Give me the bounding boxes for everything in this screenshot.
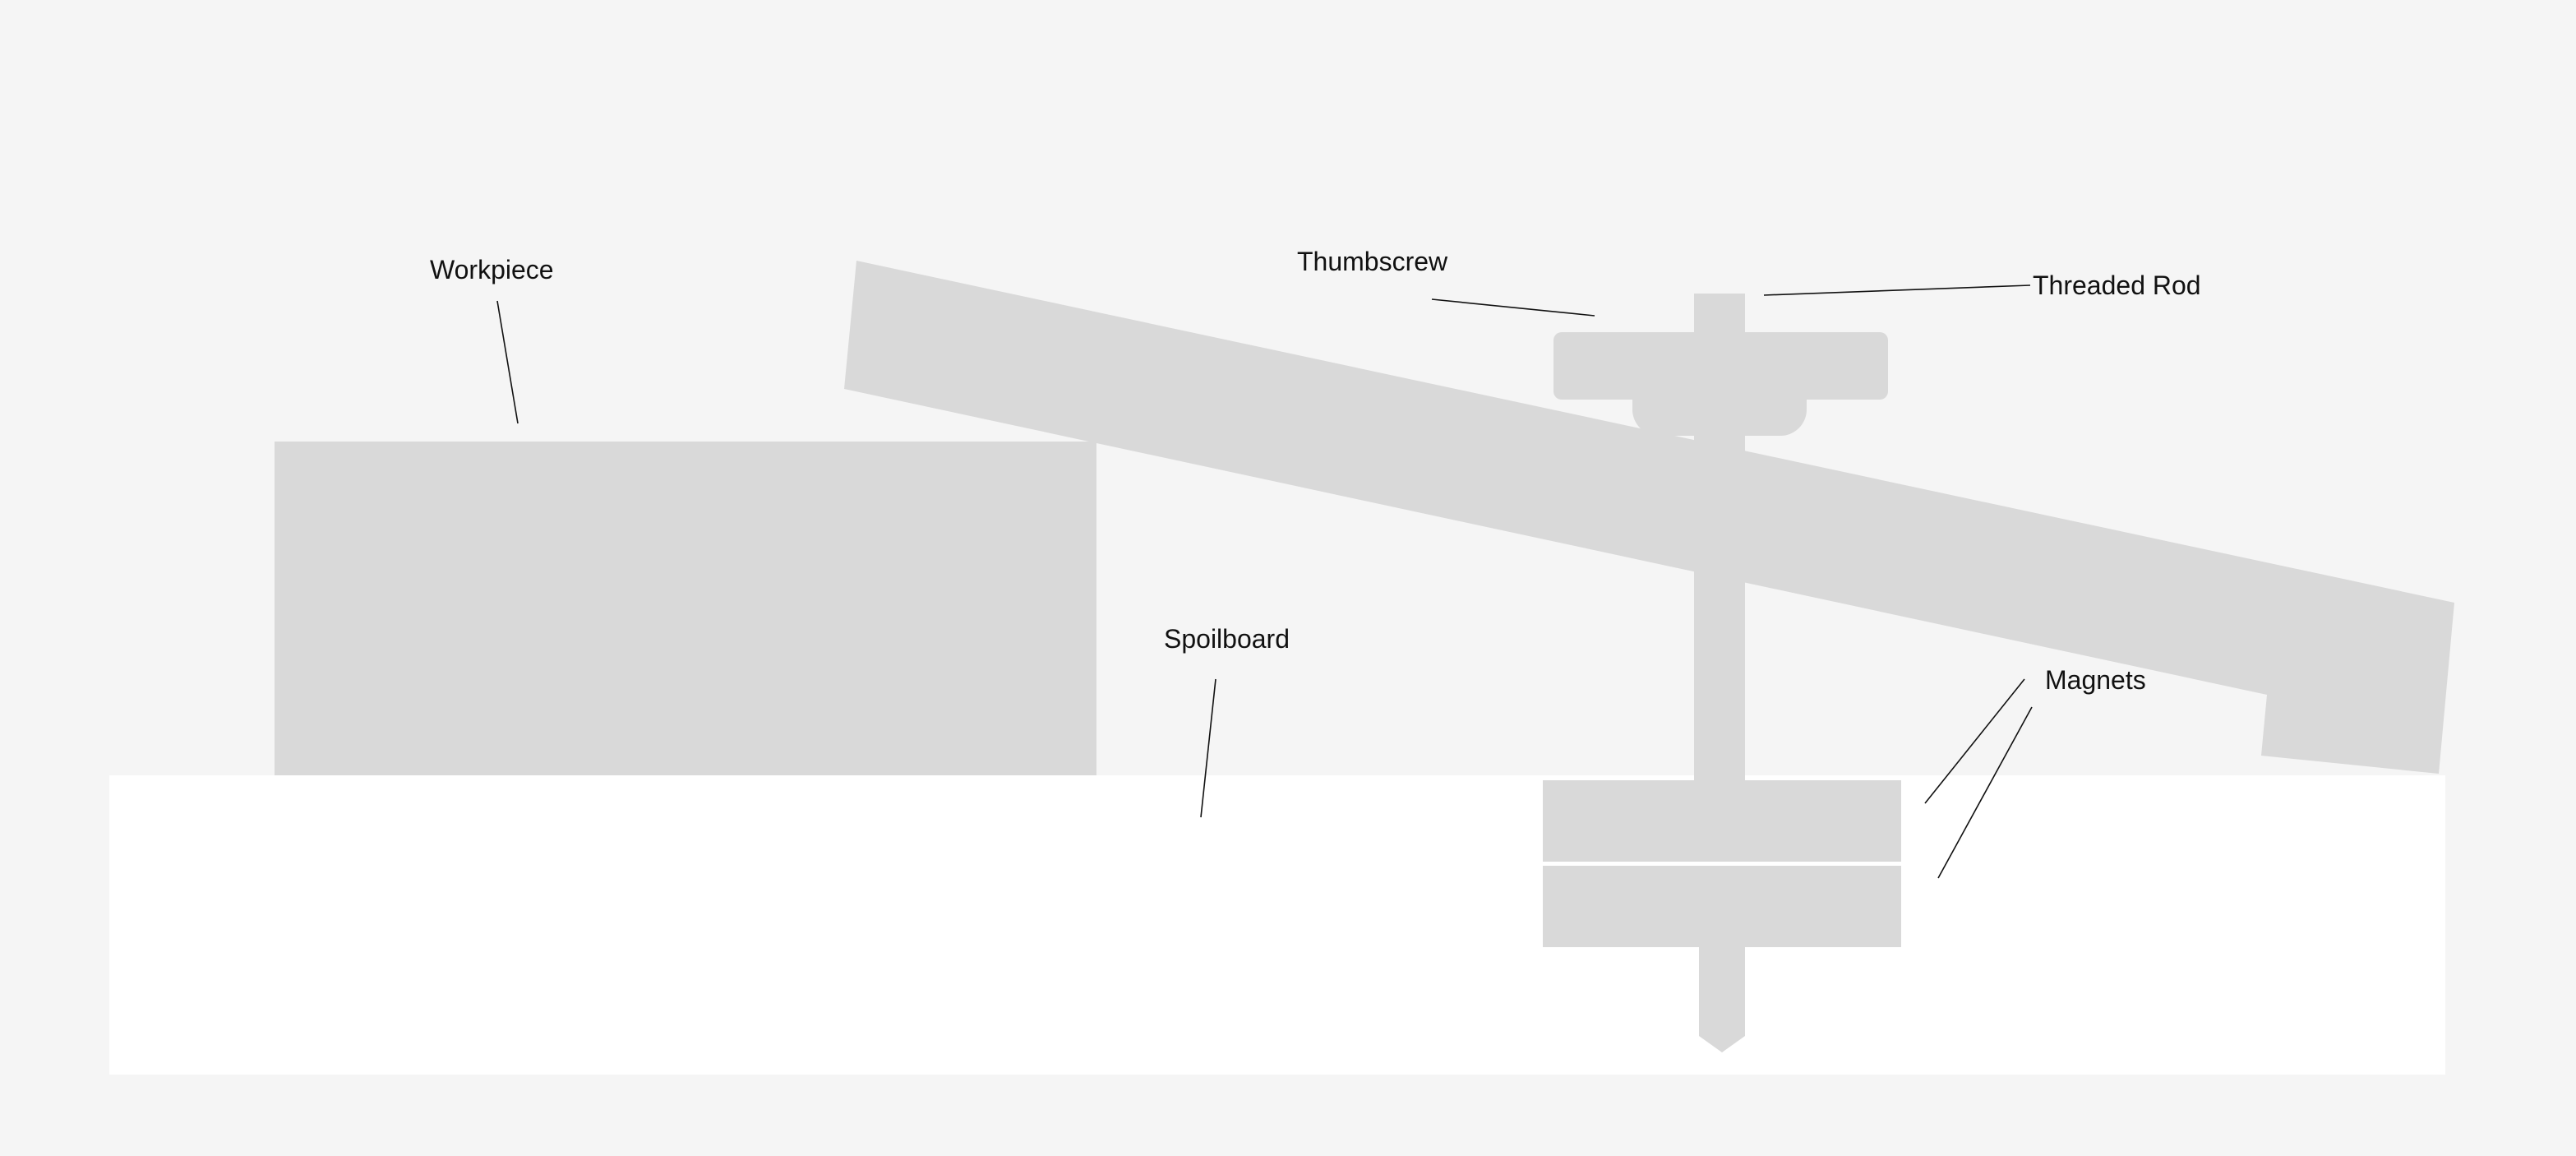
threaded-rod-label: Threaded Rod	[2033, 271, 2201, 300]
magnets-label: Magnets	[2045, 665, 2146, 695]
thumbscrew-leader-line	[1431, 298, 1595, 317]
magnets-leader-line-bottom	[1937, 706, 2033, 879]
thumbscrew-label: Thumbscrew	[1297, 247, 1448, 276]
workpiece-leader-line	[496, 300, 519, 424]
threaded-rod-leader-line	[1763, 284, 2031, 296]
magnets-leader-line-top	[1924, 678, 2025, 804]
spoilboard-leader-line	[1200, 678, 1216, 818]
workpiece-shape	[275, 442, 1096, 775]
rod-tip-shape	[1699, 946, 1745, 1052]
clamp-arm-shape	[844, 261, 2454, 774]
magnet-top-shape	[1543, 780, 1901, 862]
thumbscrew-collar-shape	[1632, 398, 1807, 436]
workpiece-label: Workpiece	[430, 255, 554, 284]
thumbscrew-knob-shape	[1553, 332, 1888, 400]
spoilboard-shape	[109, 775, 2445, 1075]
magnet-bottom-shape	[1543, 866, 1901, 947]
spoilboard-label: Spoilboard	[1164, 624, 1290, 654]
